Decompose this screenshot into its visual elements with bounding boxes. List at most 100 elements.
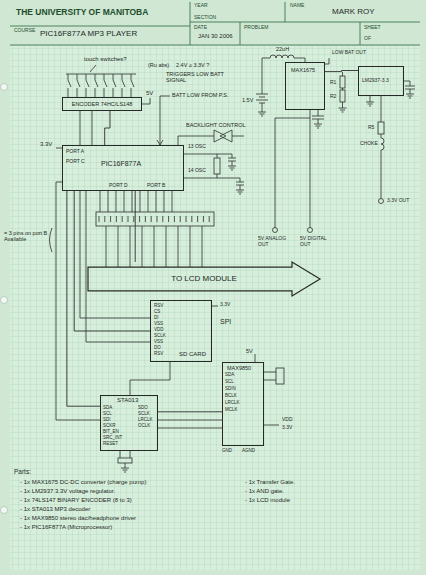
wire-line [68,74,209,267]
pin-label: OCLK [138,423,150,428]
annotation-text: TRIGGERS LOW BATT SIGNAL [166,71,228,84]
pin-label: GND [222,448,232,453]
chip-label: STA013 [117,397,138,404]
annotation-text: 3.3V [282,425,292,431]
chip-label: PORT B [147,183,165,189]
pin-label: SDIN [225,386,236,391]
annotation-text: - 1x STA013 MP3 decoder [20,506,90,513]
wire-line [50,228,53,252]
annotation-text: 5V [246,348,253,354]
component-symbol [96,76,384,463]
annotation-text: MARK ROY [332,7,375,16]
regulator-chip: LM2937-3.3 [358,66,404,96]
annotation-text: R5 [368,125,374,131]
chip-label: MAX9850 [227,365,251,371]
wire-line [217,178,244,194]
converter-chip: MAX1675 [285,62,325,110]
wire-line [120,451,130,472]
punch-hole [1,297,8,304]
pin-label: MCLK [225,407,238,412]
pin-label: SCL [103,411,112,416]
annotation-text: - 1x MAX1675 DC-DC converter (charge pum… [20,479,146,486]
grid-paper [10,46,420,570]
annotation-text: - 1x Transfer Gate. [245,479,295,486]
form-heading: THE UNIVERSITY OF MANITOBA [16,8,148,18]
header-rule [10,2,420,45]
annotation-text: - 1x LM2937 3.3V voltage regulator. [20,488,115,495]
annotation-text: BACKLIGHT CONTROL [186,122,246,128]
pin-label: SCL [225,379,234,384]
dac-chip: MAX9850 [222,362,264,446]
annotation-text: R1 [330,80,336,86]
wire-line [381,96,384,199]
pin-label: CS [154,309,160,314]
wire-line [80,111,92,145]
chip-label: LM2937-3.3 [362,78,389,84]
pin-label: SCLK [154,333,166,338]
header-rule [10,2,420,45]
annotation-text: LOW BAT OUT [332,50,366,56]
signal-wire [105,111,110,145]
annotation-text: VDD [282,417,293,423]
component-symbol [340,90,345,102]
wire-line [339,72,347,112]
component-symbol [118,458,132,463]
pin-label: SDA [103,405,112,410]
signal-wire [158,411,222,412]
wire-line [184,154,217,178]
punch-hole [1,84,8,514]
annotation-text: 5V [146,90,153,97]
annotation-text: - 1x PIC16F877A (Microprocessor) [20,524,112,531]
pin-label: LRCLK [138,417,153,422]
component-symbol [214,158,220,174]
annotation-text: 5V ANALOG OUT [258,236,292,248]
chip-label: PORT C [66,159,85,165]
wire-line [366,96,374,106]
form-heading: YEAR [194,3,208,9]
wire-line [312,110,324,128]
annotation-text: 13 OSC [188,144,206,150]
component-symbol [214,130,232,142]
pin-label: LRCLK [225,400,240,405]
pin-label: BIT_EN [103,429,119,434]
annotation-text: SPI [220,318,231,326]
arrow-outline [88,262,320,296]
annotation-text: 3.3V [40,141,52,148]
chip-label: PIC16F877A [101,160,141,168]
form-heading: SECTION [194,15,216,21]
wire-line [56,182,100,420]
annotation-text: 2.4V ≥ 3.3V ? [176,62,209,68]
pin-label: SCLK [138,411,150,416]
wire-line [130,362,170,395]
wire-line [142,98,150,104]
microcontroller-chip: PIC16F877APORT APORT CPORT DPORT B [62,145,184,191]
annotation-text: R2 [330,94,336,100]
sd-card: SD CARD [150,300,212,362]
annotation-text: CHOKE [360,141,378,147]
punch-hole [1,507,8,514]
component-symbol [378,122,384,134]
punch-hole [1,84,8,91]
wire-line [256,90,268,116]
annotation-text: (Ru abs) [148,62,169,68]
component-symbol [276,368,284,384]
chip-label: PORT A [66,149,84,155]
pin-label: RESET [103,441,118,446]
wire-line [66,65,136,74]
pin-label: SDA [225,372,234,377]
form-heading: DATE [194,25,207,31]
lcd-arrow: TO LCD MODULE [88,262,320,296]
annotation-text: - 1x AND gate. [245,488,284,495]
wire-line [255,354,279,425]
encoder-chip: ENCODER 74HC/LS148 [62,97,142,111]
annotation-text: 22uH [276,46,289,52]
wire-line [275,110,310,228]
annotation-text: - 1x LCD module [245,497,290,504]
form-heading: OF [364,36,371,42]
chip-label: ENCODER 74HC/LS148 [72,101,133,107]
pin-label: RSV [154,303,163,308]
annotation-text: - 1x 74LS147 BINARY ENCODER (8 to 3) [20,497,132,504]
annotation-text: PIC16F877A MP3 PLAYER [40,29,137,38]
signal-wire [74,191,150,331]
chip-label: TO LCD MODULE [171,274,237,283]
